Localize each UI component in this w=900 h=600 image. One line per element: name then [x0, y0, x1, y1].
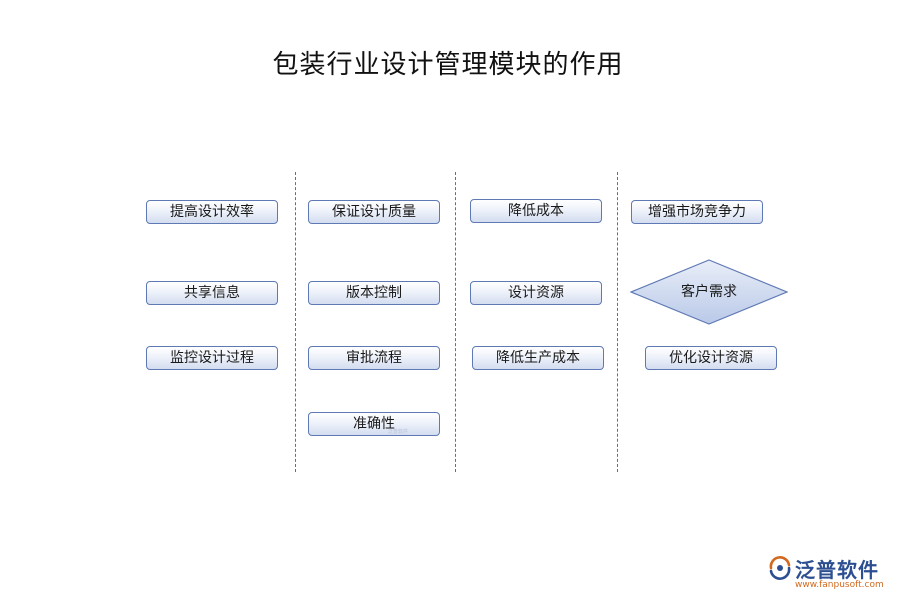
column-divider	[455, 172, 456, 472]
diamond-shape	[630, 259, 788, 325]
node-design-resources: 设计资源	[470, 281, 602, 305]
node-approval-process: 审批流程	[308, 346, 440, 370]
column-divider	[295, 172, 296, 472]
logo-name: 泛普软件	[795, 558, 879, 582]
logo-icon	[769, 556, 791, 580]
node-reduce-cost: 降低成本	[470, 199, 602, 223]
node-improve-design-efficiency: 提高设计效率	[146, 200, 278, 224]
small-watermark: 泛普软件	[388, 429, 409, 435]
node-accuracy: 准确性	[308, 412, 440, 436]
brand-logo: 泛普软件 www.fanpusoft.com	[768, 554, 892, 594]
node-enhance-competitiveness: 增强市场竞争力	[631, 200, 763, 224]
node-optimize-design-resources: 优化设计资源	[645, 346, 777, 370]
diagram-title: 包装行业设计管理模块的作用	[272, 50, 624, 80]
decision-node-customer-demand: 客户需求	[630, 259, 788, 325]
node-share-information: 共享信息	[146, 281, 278, 305]
node-version-control: 版本控制	[308, 281, 440, 305]
node-reduce-production-cost: 降低生产成本	[472, 346, 604, 370]
column-divider	[617, 172, 618, 472]
node-ensure-design-quality: 保证设计质量	[308, 200, 440, 224]
decision-node-label: 客户需求	[681, 284, 737, 300]
node-monitor-design-process: 监控设计过程	[146, 346, 278, 370]
logo-url: www.fanpusoft.com	[795, 580, 884, 590]
